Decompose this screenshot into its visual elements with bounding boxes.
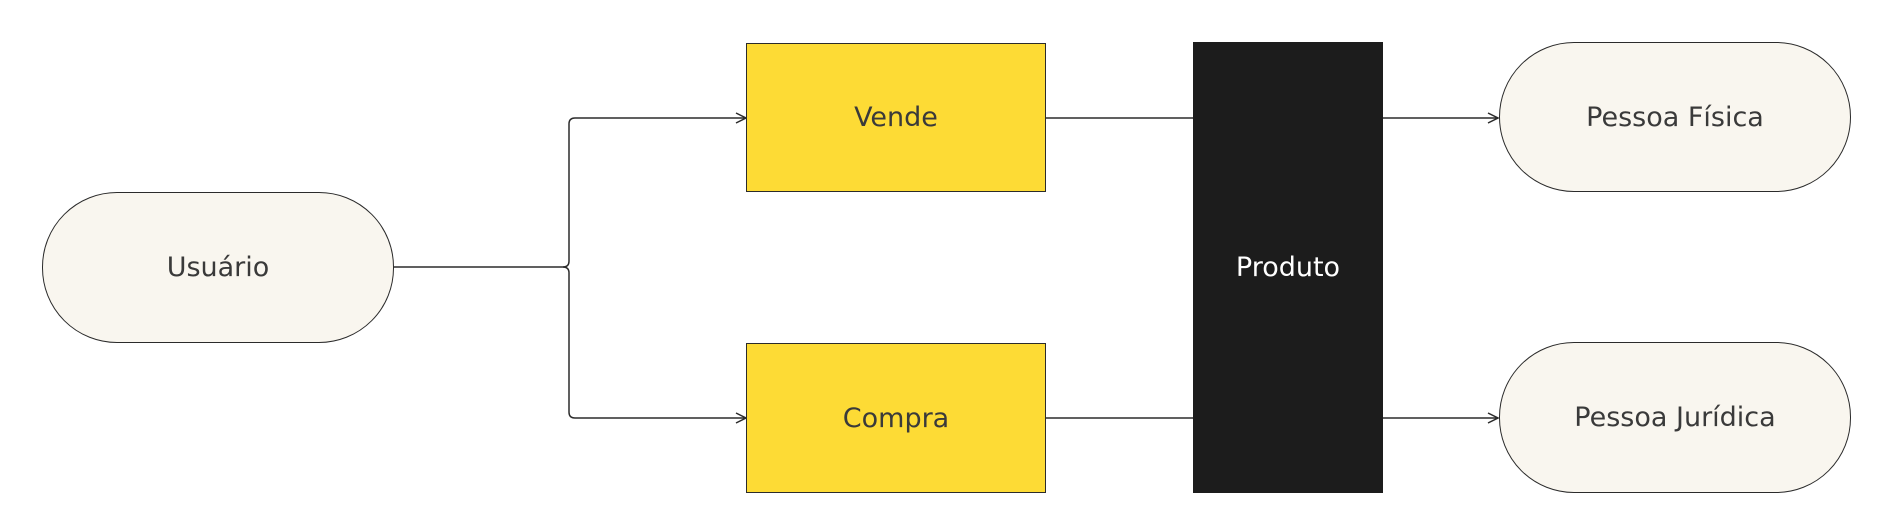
node-vende-label: Vende: [854, 102, 938, 133]
node-usuario-label: Usuário: [166, 252, 270, 283]
node-produto[interactable]: Produto: [1193, 42, 1383, 493]
edge-usuario-compra: [562, 266, 746, 418]
node-compra-label: Compra: [842, 402, 950, 434]
node-pessoa-fisica-label: Pessoa Física: [1586, 101, 1764, 133]
node-produto-label: Produto: [1235, 252, 1341, 283]
node-usuario[interactable]: Usuário: [42, 192, 394, 343]
edge-usuario-vende: [394, 118, 746, 268]
node-pessoa-juridica-label: Pessoa Jurídica: [1574, 402, 1776, 433]
node-pessoa-juridica[interactable]: Pessoa Jurídica: [1499, 342, 1851, 493]
node-pessoa-fisica[interactable]: Pessoa Física: [1499, 42, 1851, 192]
node-compra[interactable]: Compra: [746, 343, 1046, 493]
node-vende[interactable]: Vende: [746, 43, 1046, 192]
